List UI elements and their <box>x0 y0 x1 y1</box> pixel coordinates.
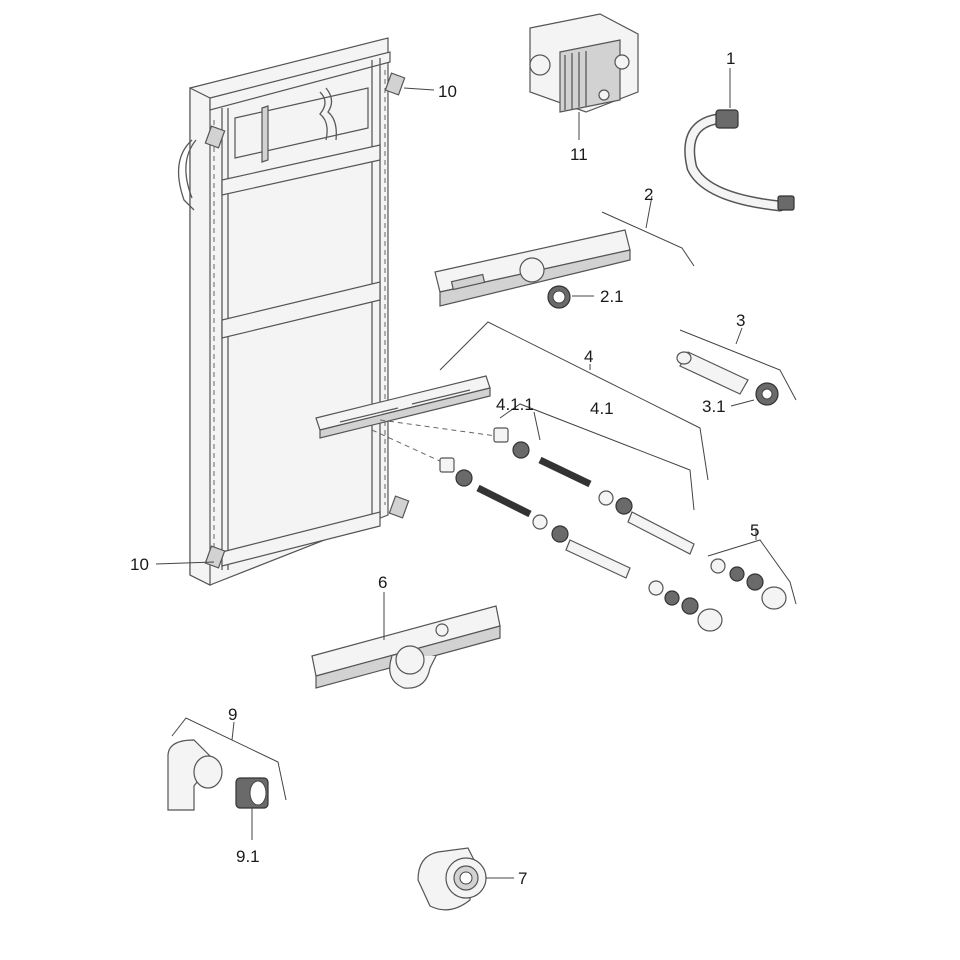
part-7-siphon <box>417 847 514 911</box>
label-4-1: 4.1 <box>590 399 614 418</box>
part-5-cap-set <box>648 528 797 632</box>
installation-frame <box>178 37 410 586</box>
label-2-1: 2.1 <box>600 287 624 306</box>
part-3-pipe <box>676 327 797 407</box>
label-4: 4 <box>584 347 593 366</box>
label-3: 3 <box>736 311 745 330</box>
label-5: 5 <box>750 521 759 540</box>
label-11: 11 <box>570 145 588 164</box>
part-9-elbow <box>167 717 287 840</box>
part-11-concealed-box <box>529 13 639 140</box>
leader-10-top <box>403 87 435 91</box>
label-10-top: 10 <box>438 82 457 101</box>
part-1-flex-hose <box>684 68 795 212</box>
label-7: 7 <box>518 869 527 888</box>
label-6: 6 <box>378 573 387 592</box>
label-9: 9 <box>228 705 237 724</box>
label-2: 2 <box>644 185 653 204</box>
label-9-1: 9.1 <box>236 847 260 866</box>
part-6-rail-with-clamp <box>311 592 501 689</box>
leader-10-bottom <box>155 561 215 565</box>
part-4-fixing-set <box>315 321 709 579</box>
label-10-bottom: 10 <box>130 555 149 574</box>
part-2-mounting-rail <box>434 195 695 309</box>
label-4-1-1: 4.1.1 <box>496 395 534 414</box>
label-1: 1 <box>726 49 735 68</box>
label-3-1: 3.1 <box>702 397 726 416</box>
